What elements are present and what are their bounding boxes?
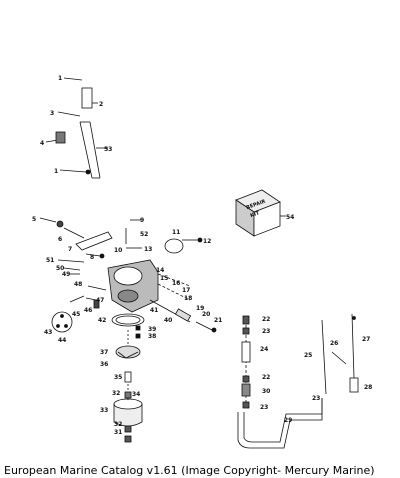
callout-34: 34	[132, 391, 140, 398]
callout-32b: 32	[114, 421, 122, 428]
callout-16: 16	[172, 280, 180, 287]
callout-17: 17	[182, 287, 190, 294]
callout-48: 48	[74, 281, 82, 288]
callout-4: 4	[40, 140, 44, 147]
callout-40: 40	[164, 317, 172, 324]
callout-31: 31	[114, 429, 122, 436]
callout-41: 41	[150, 307, 158, 314]
callout-44: 44	[58, 337, 66, 344]
callout-7: 7	[68, 246, 72, 253]
callout-20: 20	[202, 311, 210, 318]
callout-9: 9	[140, 217, 144, 224]
callout-50: 50	[56, 265, 64, 272]
callout-45: 45	[72, 311, 80, 318]
callout-1b: 1	[54, 168, 58, 175]
callout-18: 18	[184, 295, 192, 302]
callout-11: 11	[172, 229, 180, 236]
callout-8: 8	[90, 254, 94, 261]
callout-5: 5	[32, 216, 36, 223]
callout-54: 54	[286, 214, 294, 221]
callout-29: 29	[284, 417, 292, 424]
callout-14: 14	[156, 267, 164, 274]
callout-12: 12	[203, 238, 211, 245]
callout-6: 6	[58, 236, 62, 243]
callout-30: 30	[262, 388, 270, 395]
callout-19: 19	[196, 305, 204, 312]
callout-27: 27	[362, 336, 370, 343]
callout-15: 15	[160, 275, 168, 282]
callout-36: 36	[100, 361, 108, 368]
callout-13: 13	[144, 246, 152, 253]
callout-38: 38	[148, 333, 156, 340]
callout-47: 47	[96, 297, 104, 304]
callout-2: 2	[99, 101, 103, 108]
callout-53: 53	[104, 146, 112, 153]
kit-label-line2: KIT	[250, 210, 261, 219]
callout-33: 33	[100, 407, 108, 414]
callout-21: 21	[214, 317, 222, 324]
image-caption: European Marine Catalog v1.61 (Image Cop…	[4, 464, 375, 477]
callout-37: 37	[100, 349, 108, 356]
callout-1: 1	[58, 75, 62, 82]
callout-49: 49	[62, 271, 70, 278]
callout-52: 52	[140, 231, 148, 238]
callout-35: 35	[114, 374, 122, 381]
callout-51: 51	[46, 257, 54, 264]
callout-22a: 22	[262, 316, 270, 323]
callout-39: 39	[148, 326, 156, 333]
callout-32a: 32	[112, 390, 120, 397]
callout-23b: 23	[260, 404, 268, 411]
callout-28: 28	[364, 384, 372, 391]
callout-26: 26	[330, 340, 338, 347]
callout-43: 43	[44, 329, 52, 336]
callout-24: 24	[260, 346, 268, 353]
carburetor-exploded-diagram: 1 2 3 4 53 1 54 5 9 52 13 11 12 6 7 10 8…	[32, 75, 372, 449]
callout-3: 3	[50, 110, 54, 117]
callout-46: 46	[84, 307, 92, 314]
callout-22b: 22	[262, 374, 270, 381]
callout-23c: 23	[312, 395, 320, 402]
callout-42: 42	[98, 317, 106, 324]
callout-23a: 23	[262, 328, 270, 335]
callout-10: 10	[114, 247, 122, 254]
callout-25: 25	[304, 352, 312, 359]
